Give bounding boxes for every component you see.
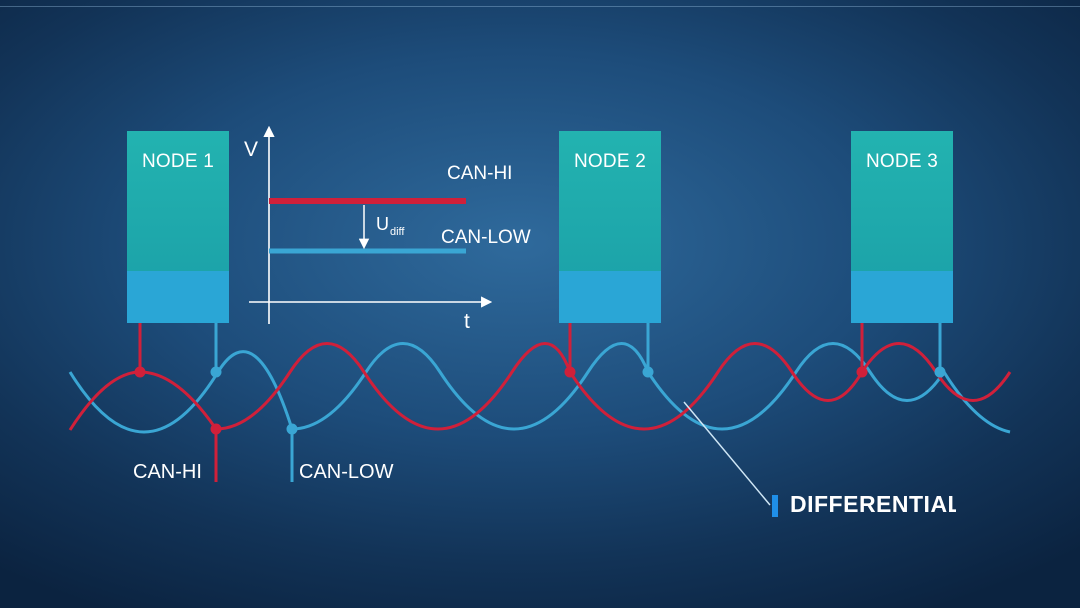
bus-can-hi-wire <box>68 342 1012 431</box>
node-3-label: NODE 3 <box>866 151 938 172</box>
bus-can-hi-tap <box>210 423 222 435</box>
udiff-label: Udiff <box>376 214 405 238</box>
inset-y-axis-label: V <box>244 138 259 161</box>
node-3-can-hi-junction <box>856 366 868 378</box>
bus-can-hi-label: CAN-HI <box>133 461 202 483</box>
node-1-label: NODE 1 <box>142 151 214 172</box>
node-3-can-low-junction <box>934 366 946 378</box>
inset-can-hi-label: CAN-HI <box>447 163 513 184</box>
node-1-can-hi-junction <box>134 366 146 378</box>
callout-leader-line <box>683 401 771 506</box>
node-2-can-low-junction <box>642 366 654 378</box>
udiff-subscript: diff <box>390 226 405 238</box>
callout-accent-bar <box>772 495 778 517</box>
top-border-line <box>0 6 1080 7</box>
bus-can-low-tap <box>286 423 298 435</box>
inset-can-low-label: CAN-LOW <box>441 227 531 248</box>
node-1: NODE 1 <box>127 131 229 323</box>
bus-can-low-label: CAN-LOW <box>299 461 394 483</box>
node-1-transceiver <box>127 271 229 323</box>
node-3: NODE 3 <box>851 131 953 323</box>
callout-text: DIFFERENTIAL <box>790 491 956 517</box>
node-2-can-hi-junction <box>564 366 576 378</box>
node-2-transceiver <box>559 271 661 323</box>
node-2: NODE 2 <box>559 131 661 323</box>
node-3-transceiver <box>851 271 953 323</box>
bus-can-low-wire <box>68 342 1011 434</box>
node-1-can-low-junction <box>210 366 222 378</box>
udiff-main: U <box>376 214 389 234</box>
node-2-label: NODE 2 <box>574 151 646 172</box>
inset-x-axis-label: t <box>464 310 470 333</box>
